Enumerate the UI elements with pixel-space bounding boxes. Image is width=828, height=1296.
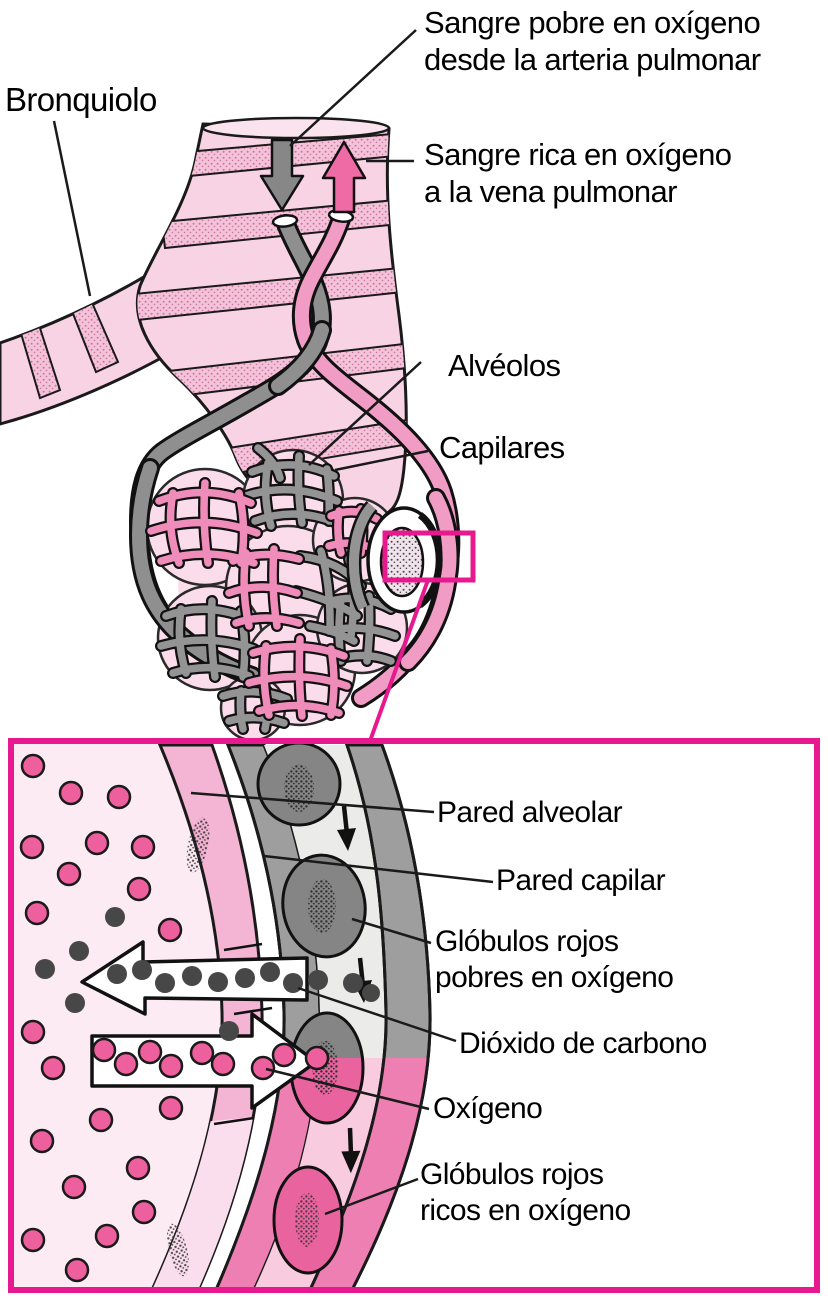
label-o2: Oxígeno <box>433 1092 543 1125</box>
wall-cell-nucleus-2 <box>167 1223 189 1277</box>
vessel-twist-overlap <box>268 320 332 396</box>
arrow-blood-out-icon <box>321 140 367 214</box>
label-rbc-poor-line1: Glóbulos rojos <box>435 925 619 958</box>
label-capillaries: Capilares <box>439 430 565 465</box>
red-blood-cells <box>256 744 367 1275</box>
bronchiole-opening <box>201 116 391 140</box>
arrow-blood-in-icon <box>259 138 305 212</box>
label-alveoli: Alvéolos <box>448 348 561 383</box>
label-blood-poor: Sangre pobre en oxígeno desde la arteria… <box>424 4 761 78</box>
label-rbc-poor-line2: pobres en oxígeno <box>435 961 674 994</box>
oxygen-dots <box>19 753 330 1283</box>
wall-cell-nucleus-1 <box>186 817 210 873</box>
capillary-web-gray <box>155 442 401 735</box>
label-blood-rich-line2: a la vena pulmonar <box>424 174 677 209</box>
label-bronchiole: Bronquiolo <box>5 81 157 118</box>
label-rbc-rich-line2: ricos en oxígeno <box>420 1194 631 1227</box>
label-blood-poor-line1: Sangre pobre en oxígeno <box>424 5 761 40</box>
label-rbc-rich: Glóbulos rojos ricos en oxígeno <box>420 1157 631 1229</box>
label-blood-rich-line1: Sangre rica en oxígeno <box>424 137 732 172</box>
leader-lines-top <box>52 29 429 472</box>
label-co2: Dióxido de carbono <box>459 1027 707 1060</box>
leader-lines-inset <box>190 791 494 1216</box>
label-rbc-rich-line1: Glóbulos rojos <box>420 1158 604 1191</box>
label-alveolar-wall: Pared alveolar <box>437 796 623 829</box>
label-capillary-wall: Pared capilar <box>496 864 666 897</box>
inset-border <box>8 738 820 1293</box>
artery-cuff <box>271 214 299 228</box>
zoom-region-box <box>382 530 476 583</box>
zoom-connector-line <box>368 579 430 742</box>
inset-content <box>13 744 815 1288</box>
label-rbc-poor: Glóbulos rojos pobres en oxígeno <box>435 924 674 996</box>
label-blood-rich: Sangre rica en oxígeno a la vena pulmona… <box>424 136 732 210</box>
label-blood-poor-line2: desde la arteria pulmonar <box>424 42 761 77</box>
cell-seams <box>213 942 273 1126</box>
vein-arc-right <box>398 488 460 672</box>
